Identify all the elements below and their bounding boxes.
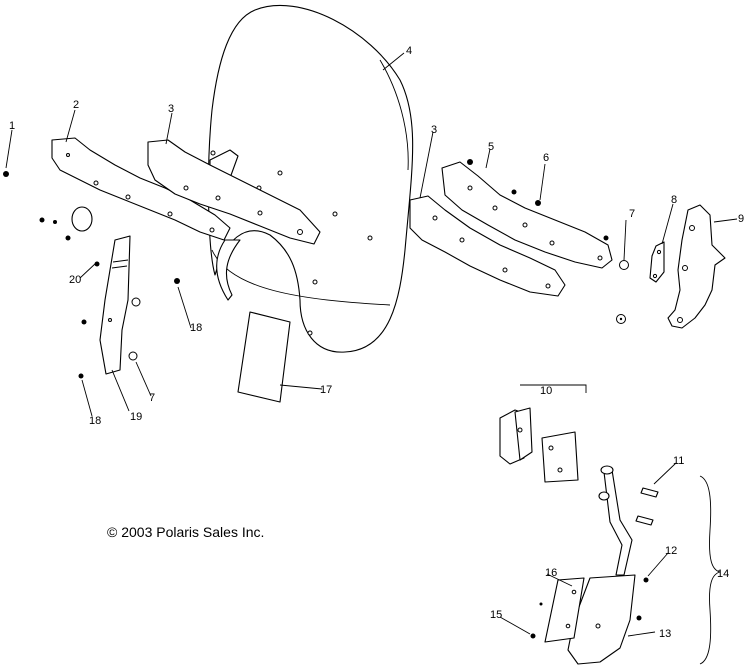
callout-3-left: 3 bbox=[168, 103, 174, 115]
callout-8: 8 bbox=[671, 194, 677, 206]
callout-10: 10 bbox=[540, 385, 552, 397]
callout-5: 5 bbox=[488, 141, 494, 153]
hardware bbox=[3, 159, 629, 379]
callout-18-left: 18 bbox=[89, 415, 101, 427]
pad-part-16 bbox=[544, 577, 585, 643]
trim-strip-part-3-right bbox=[409, 195, 566, 297]
callout-12: 12 bbox=[665, 545, 677, 557]
callout-9: 9 bbox=[738, 213, 744, 225]
callout-13: 13 bbox=[659, 628, 671, 640]
callout-20: 20 bbox=[69, 274, 81, 286]
callout-16: 16 bbox=[545, 567, 557, 579]
callout-1: 1 bbox=[9, 120, 15, 132]
decal-part-17 bbox=[237, 311, 291, 403]
callout-14: 14 bbox=[717, 568, 729, 580]
trim-strip-part-3-left bbox=[147, 139, 321, 245]
callouts: 1 2 3 3 4 5 6 7 7 8 9 10 11 12 13 14 15 … bbox=[9, 45, 744, 640]
callout-4: 4 bbox=[406, 45, 412, 57]
trim-strip-part-2 bbox=[51, 137, 231, 241]
callout-7-left: 7 bbox=[149, 392, 155, 404]
copyright-notice: © 2003 Polaris Sales Inc. bbox=[107, 524, 264, 540]
callout-3-right: 3 bbox=[431, 124, 437, 136]
trim-strip-part-5 bbox=[441, 161, 613, 269]
callout-15: 15 bbox=[490, 609, 502, 621]
side-strap-part-19 bbox=[99, 235, 131, 375]
bracket-part-9 bbox=[667, 204, 726, 329]
callout-18-center: 18 bbox=[190, 322, 202, 334]
callout-7-right: 7 bbox=[629, 208, 635, 220]
callout-2: 2 bbox=[73, 99, 79, 111]
group-brace-part-14 bbox=[699, 475, 721, 665]
bracket-part-8 bbox=[649, 241, 665, 283]
callout-6: 6 bbox=[543, 152, 549, 164]
grommet-part-20 bbox=[71, 206, 93, 232]
screw-part-15 bbox=[530, 633, 536, 639]
callout-19: 19 bbox=[130, 411, 142, 423]
pedal-arm bbox=[598, 465, 659, 621]
leader-lines bbox=[5, 52, 738, 637]
callout-17: 17 bbox=[320, 384, 332, 396]
hinge-assembly-part-10 bbox=[499, 384, 587, 483]
windshield-part-4 bbox=[207, 5, 414, 353]
callout-11: 11 bbox=[673, 455, 684, 467]
